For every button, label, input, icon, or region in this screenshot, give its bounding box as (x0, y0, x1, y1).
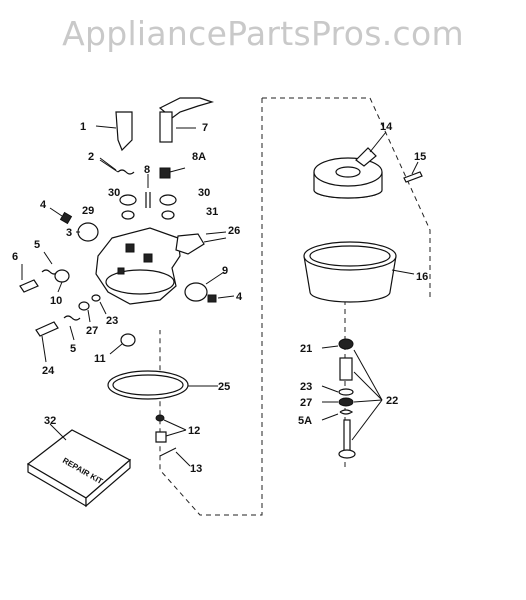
float-pin-part (403, 171, 423, 183)
pin-part (155, 414, 165, 422)
seal-part (338, 397, 354, 407)
o-ring-part (54, 269, 70, 283)
part-number-labels: 1 7 2 8 8A 30 30 4 29 31 3 26 5 6 9 4 10… (12, 121, 428, 475)
part-number-label: 7 (202, 122, 208, 134)
part-number-label: 5 (70, 343, 76, 355)
fitting-part (175, 231, 227, 255)
part-number-label: 5 (34, 239, 40, 251)
carburetor-body-part (95, 227, 181, 305)
part-number-label: 5A (298, 415, 312, 427)
gasket-part (112, 374, 184, 396)
part-number-label: 24 (42, 365, 55, 377)
throttle-plate-part (77, 222, 99, 242)
spring-part (99, 159, 135, 175)
needle-part (338, 419, 356, 459)
throttle-lever-part (95, 111, 133, 152)
part-number-label: 27 (86, 325, 98, 337)
part-number-label: 8 (144, 164, 150, 176)
part-number-label: 4 (236, 291, 243, 303)
part-number-label: 30 (198, 187, 210, 199)
part-number-label: 23 (300, 381, 312, 393)
part-number-label: 12 (188, 425, 200, 437)
part-number-label: 26 (228, 225, 240, 237)
part-number-label: 15 (414, 151, 426, 163)
cover-part (184, 282, 208, 302)
part-number-label: 10 (50, 295, 62, 307)
screw-part (207, 294, 217, 303)
nut-part (338, 338, 354, 350)
needle-screw-part (35, 321, 59, 337)
leader-lines (21, 127, 419, 467)
float-part (313, 147, 383, 199)
washer-part (338, 388, 354, 396)
part-number-label: 13 (190, 463, 202, 475)
watermark-text: AppliancePartsPros.com (62, 14, 464, 53)
float-bowl-part (303, 241, 397, 303)
part-number-label: 25 (218, 381, 230, 393)
spring-part (339, 409, 354, 415)
part-number-label: 4 (40, 199, 47, 211)
choke-shaft-part (158, 97, 215, 143)
washer-part (159, 194, 177, 206)
part-number-label: 1 (80, 121, 86, 133)
pin-part (159, 447, 177, 457)
plug-part (120, 333, 136, 347)
part-number-label: 11 (94, 353, 106, 365)
part-number-label: 21 (300, 343, 312, 355)
part-number-label: 29 (82, 205, 94, 217)
part-number-label: 8A (192, 151, 206, 163)
washer-part (119, 194, 137, 206)
fitting-part (339, 357, 353, 381)
washer-part (121, 210, 135, 220)
part-number-label: 9 (222, 265, 228, 277)
part-number-label: 22 (386, 395, 398, 407)
part-number-label: 31 (206, 206, 218, 218)
part-number-label: 6 (12, 251, 18, 263)
screw-part (49, 207, 73, 225)
part-number-label: 16 (416, 271, 428, 283)
spring-part (63, 315, 81, 321)
part-number-label: 2 (88, 151, 94, 163)
washer-part (91, 294, 101, 302)
assembly-guide-line (159, 98, 263, 516)
part-number-label: 30 (108, 187, 120, 199)
seal-part (78, 301, 90, 311)
part-number-label: 23 (106, 315, 118, 327)
assembly-guide-line (262, 97, 431, 300)
part-number-label: 3 (66, 227, 72, 239)
washer-part (161, 210, 175, 220)
part-number-label: 14 (380, 121, 393, 133)
pin-part (155, 431, 167, 443)
repair-kit-part: REPAIR KIT (26, 429, 132, 508)
part-number-label: 32 (44, 415, 56, 427)
part-number-label: 27 (300, 397, 312, 409)
screw-part (19, 269, 59, 293)
spring-part (145, 167, 186, 208)
